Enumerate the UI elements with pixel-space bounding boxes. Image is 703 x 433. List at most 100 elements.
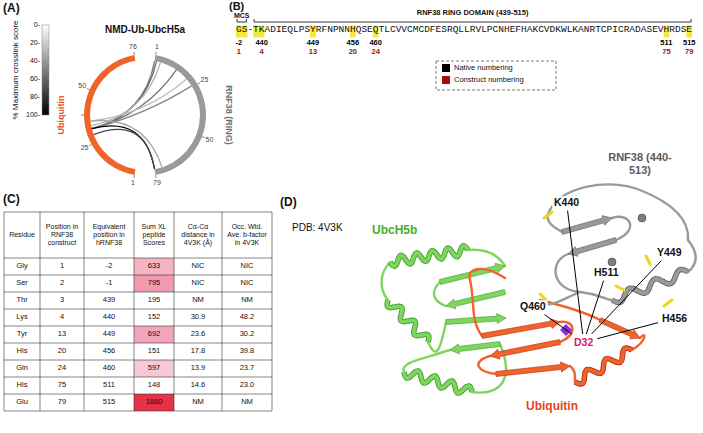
crosslink-chord: [91, 62, 160, 125]
rnf38-helix: [612, 269, 688, 302]
table-cell: 13.9: [174, 360, 222, 377]
score-cell-fill: [134, 258, 174, 275]
construct-number: 13: [309, 48, 317, 57]
side-chain: [646, 256, 650, 264]
table-cell: 13: [40, 326, 84, 343]
table-cell: NM: [222, 292, 272, 309]
table-cell: 1: [40, 258, 84, 275]
axis-tick-mark: [133, 175, 135, 178]
axis-tick: 50: [78, 82, 86, 90]
ubch5b-helix: [404, 371, 472, 393]
ubiquitin-loop: [560, 322, 572, 342]
arc-name: RNF38 (RING): [224, 85, 234, 145]
table-cell: 23.7: [222, 360, 272, 377]
table-cell: 795: [134, 275, 174, 292]
gradient-bar: [42, 25, 49, 115]
table-cell: 515: [84, 394, 134, 411]
table-cell: NIC: [174, 258, 222, 275]
axis-tick-mark: [89, 144, 92, 145]
domain-bracket: [237, 19, 246, 22]
panel-letter: (C): [3, 193, 20, 207]
scale-tick: 20-: [30, 39, 40, 47]
score-cell-fill: [134, 326, 174, 343]
rnf38-loop: [688, 240, 696, 272]
table-rule: [4, 258, 272, 259]
axis-tick-mark: [155, 52, 157, 55]
residue-label: Y449: [655, 246, 684, 259]
construct-number: 79: [685, 48, 693, 57]
side-chain: [616, 286, 624, 290]
native-number: 511: [660, 39, 672, 48]
distance-line: [568, 211, 583, 334]
panel-letter: (B): [229, 0, 244, 13]
table-cell: 460: [84, 360, 134, 377]
axis-tick-mark: [133, 52, 135, 55]
construct-number: 1: [237, 48, 241, 57]
table-rule: [4, 212, 5, 411]
rnf38-loop: [548, 184, 688, 240]
table-cell: 75: [40, 377, 84, 394]
ubch5b-loop: [403, 350, 450, 372]
table-cell: Gly: [4, 258, 40, 275]
scale-tick: 100-: [26, 111, 40, 119]
side-chain: [544, 212, 552, 218]
ubch5b-loop: [434, 282, 446, 306]
table-cell: Ser: [4, 275, 40, 292]
sequence: GS-TKADIEQLPSYRFNPNNHQSEQTLCVVCMCDFESRQL…: [236, 25, 692, 36]
table-cell: Glu: [4, 394, 40, 411]
axis-tick-mark: [87, 88, 90, 89]
table-cell: Gln: [4, 360, 40, 377]
ubiquitin-loop: [570, 366, 575, 382]
ubch5b-loop: [468, 250, 505, 266]
table-header: Sum XL peptide Scores: [134, 212, 174, 258]
table-cell: 3: [40, 292, 84, 309]
table-cell: Thr: [4, 292, 40, 309]
table-cell: 23.6: [174, 326, 222, 343]
table-cell: 17.8: [174, 343, 222, 360]
table-header: Position in RNF38 construct: [40, 212, 84, 258]
axis-tick-mark: [198, 83, 201, 85]
table-cell: 440: [84, 309, 134, 326]
table-rule: [4, 360, 272, 361]
rnf38-strand: [568, 238, 617, 257]
score-cell-fill: [134, 275, 174, 292]
table-cell: 151: [134, 343, 174, 360]
table-rule: [4, 309, 272, 310]
table-rule: [4, 326, 272, 327]
ubiquitin-helix: [575, 348, 632, 384]
ubch5b-helix: [387, 300, 429, 342]
table-cell: 148: [134, 377, 174, 394]
scale-tick: 0-: [34, 21, 40, 29]
ubiquitin-strand: [482, 319, 560, 339]
axis-tick-mark: [81, 115, 84, 116]
table-cell: 511: [84, 377, 134, 394]
crosslink-chord: [90, 79, 186, 121]
distance-line: [586, 281, 603, 334]
zinc-ion: [638, 214, 646, 222]
residue-label: K440: [552, 196, 581, 209]
native-number: 515: [683, 39, 696, 48]
table-rule: [84, 212, 85, 411]
ubch5b-helix: [387, 300, 429, 342]
table-cell: 597: [134, 360, 174, 377]
table-header: Cα-Cα distance in 4V3K (Å): [174, 212, 222, 258]
residue-text: D32: [574, 336, 593, 349]
native-number: 440: [255, 39, 268, 48]
rnf38-loop: [548, 214, 562, 232]
construct-number: 4: [260, 48, 264, 57]
pdb-label: PDB: 4V3K: [292, 222, 343, 234]
table-cell: -2: [84, 258, 134, 275]
scale-tick: 60-: [30, 75, 40, 83]
table-rule: [174, 212, 175, 411]
residue-label: H456: [660, 312, 689, 325]
table-cell: 39.8: [222, 343, 272, 360]
table-rule: [4, 275, 272, 276]
zinc-ion: [608, 258, 616, 266]
distance-line: [545, 315, 572, 334]
table-rule: [222, 212, 223, 411]
ubch5b-helix: [390, 246, 468, 267]
rnf38-loop: [612, 217, 630, 240]
residue-label: H511: [592, 266, 621, 279]
legend-text: Construct numbering: [454, 76, 524, 85]
native-number: -2: [236, 39, 243, 48]
